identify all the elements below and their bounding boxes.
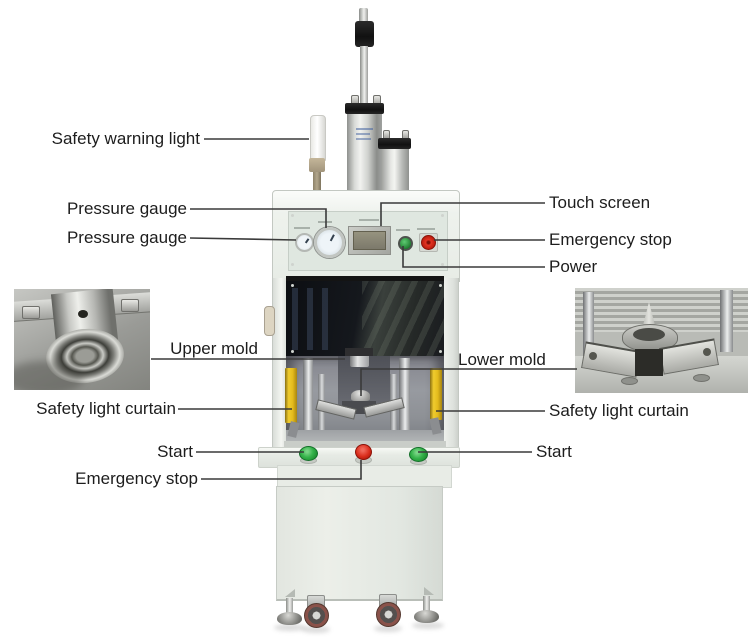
callout-safety-light-curtain-right: Safety light curtain	[549, 401, 689, 420]
frame-column-right	[443, 278, 459, 447]
touch-screen	[348, 226, 391, 255]
safety-light-curtain-right	[430, 368, 442, 420]
corner-post	[583, 292, 594, 356]
upper-mold-inset-photo	[14, 289, 150, 390]
callout-upper-mold: Upper mold	[170, 339, 258, 358]
safety-warning-light	[310, 115, 326, 161]
mold-side-hole-icon	[78, 310, 88, 318]
pressure-gauge-small	[295, 233, 314, 252]
callout-start-left: Start	[157, 442, 193, 461]
upper-mold	[350, 356, 369, 367]
panel-screw-icon	[291, 214, 294, 217]
piston-rod	[360, 46, 368, 106]
emergency-stop-front-button	[355, 444, 372, 460]
cylinder-adjust-knob	[355, 21, 374, 47]
jaw-bolt-icon	[589, 352, 597, 360]
cylinder-print	[356, 138, 371, 140]
mold-bowl-cavity	[633, 328, 665, 341]
callout-start-right: Start	[536, 442, 572, 461]
panel-print	[318, 221, 332, 223]
base-cabinet	[276, 486, 443, 601]
panel-print	[359, 219, 379, 221]
cylinder-print	[356, 133, 370, 135]
inset-shadow	[14, 361, 84, 390]
plate-slot-icon	[621, 377, 638, 385]
callout-pressure-gauge-top: Pressure gauge	[66, 199, 187, 218]
callout-safety-warning-light: Safety warning light	[51, 129, 200, 148]
foot-shadow	[274, 624, 306, 631]
touch-screen-display	[353, 231, 386, 250]
window-screw-icon	[291, 284, 294, 287]
caster-wheel-left	[304, 603, 329, 628]
upper-mold-mount	[345, 348, 373, 356]
window-top-trim	[286, 276, 444, 281]
cylinder-rod-tip	[359, 8, 368, 22]
callout-touch-screen: Touch screen	[549, 193, 651, 212]
secondary-cylinder-cap	[378, 138, 411, 149]
cabinet-apron	[277, 465, 452, 488]
warning-light-base	[309, 158, 325, 172]
foot-shadow	[302, 626, 330, 633]
secondary-air-cylinder	[381, 149, 409, 193]
cabinet-gusset	[285, 589, 295, 597]
window-reflection	[362, 281, 444, 356]
panel-print	[396, 229, 410, 231]
panel-screw-icon	[441, 263, 444, 266]
lower-mold-inset-photo	[575, 288, 748, 393]
window-screw-icon	[439, 350, 442, 353]
cabinet-gusset	[424, 587, 434, 595]
lower-mold	[351, 390, 370, 401]
main-cylinder-cap	[345, 103, 384, 114]
plate-slot-icon	[693, 374, 710, 382]
mount-bolt-icon	[22, 306, 40, 319]
panel-print	[294, 227, 310, 229]
guide-post-left	[303, 358, 313, 438]
corner-post	[720, 290, 733, 352]
callout-lower-mold: Lower mold	[458, 350, 546, 369]
tinted-window	[286, 281, 444, 356]
start-button-left	[299, 446, 318, 461]
panel-screw-icon	[291, 263, 294, 266]
foot-shadow	[412, 622, 444, 629]
cylinder-print	[356, 128, 373, 130]
leveling-foot-stem	[423, 596, 430, 613]
gauge-needle-icon	[304, 237, 309, 244]
callout-emergency-stop-front: Emergency stop	[75, 469, 198, 488]
panel-screw-icon	[441, 214, 444, 217]
jaw-gap	[635, 349, 663, 376]
pressure-gauge-large	[314, 227, 345, 258]
callout-emergency-stop-panel: Emergency stop	[549, 230, 672, 249]
leveling-foot-left	[277, 612, 302, 625]
work-area-deck	[286, 430, 444, 443]
start-button-right	[409, 447, 428, 462]
safety-light-curtain-left	[285, 368, 297, 423]
emergency-stop-panel-button	[421, 235, 436, 250]
window-screw-icon	[439, 284, 442, 287]
window-screw-icon	[291, 350, 294, 353]
jaw-bolt-icon	[703, 348, 711, 356]
leveling-foot-right	[414, 610, 439, 623]
gauge-needle-icon	[329, 233, 335, 241]
door-handle	[264, 306, 275, 336]
guide-post-right	[399, 358, 410, 438]
caster-wheel-right	[376, 602, 401, 627]
main-air-cylinder	[347, 114, 382, 193]
callout-pressure-gauge-bottom: Pressure gauge	[66, 228, 187, 247]
power-indicator	[398, 236, 413, 251]
callout-power: Power	[549, 257, 598, 276]
frame-column-left	[272, 278, 288, 447]
panel-print	[417, 228, 435, 230]
leveling-foot-stem	[286, 598, 293, 616]
window-reflection	[292, 288, 336, 350]
foot-shadow	[374, 625, 402, 632]
callout-safety-light-curtain-left: Safety light curtain	[36, 399, 176, 418]
warning-light-stem	[313, 172, 321, 190]
mount-bolt-icon	[121, 299, 139, 312]
